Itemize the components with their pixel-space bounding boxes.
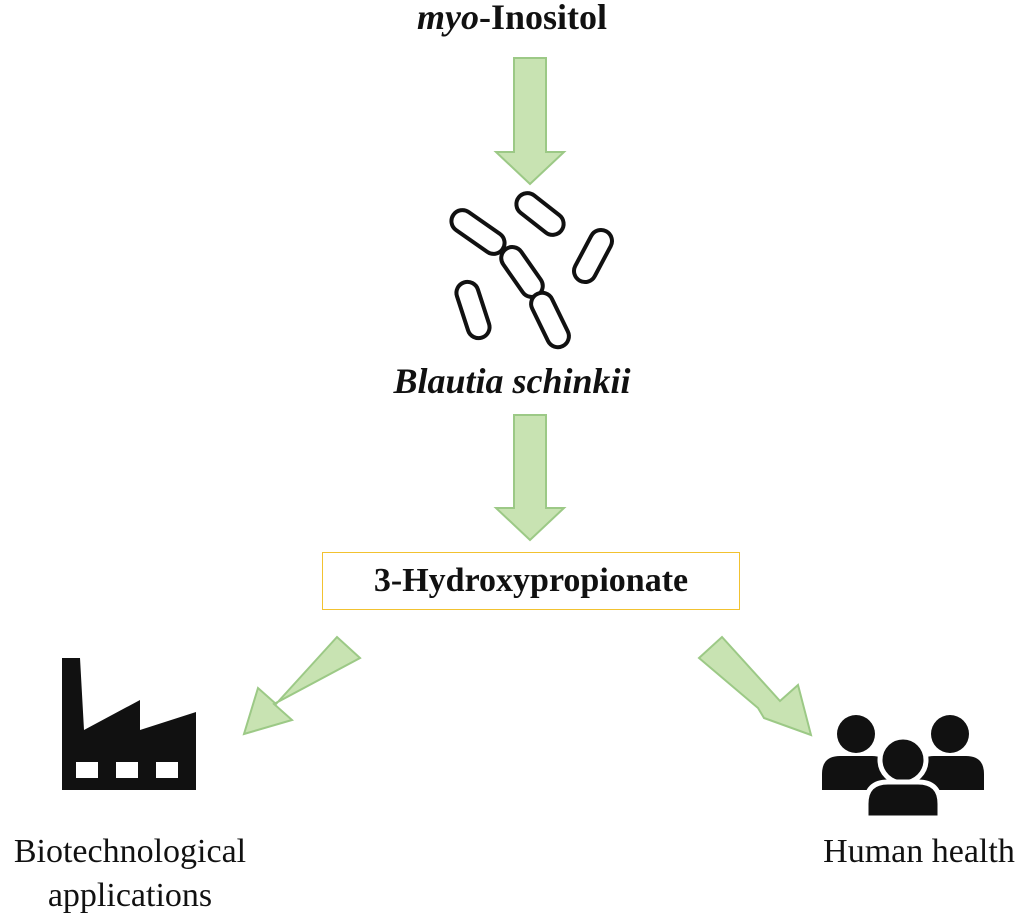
arrow-organism-to-product (493, 414, 567, 542)
product-box: 3-Hydroxypropionate (322, 552, 740, 610)
arrow-product-to-health (697, 635, 813, 737)
people-icon (822, 715, 984, 821)
arrow-product-to-biotech (242, 635, 362, 736)
substrate-label: myo-Inositol (0, 0, 1024, 38)
arrow-substrate-to-organism (493, 57, 567, 186)
bacteria-icon (449, 191, 614, 350)
substrate-name: -Inositol (478, 0, 607, 37)
organism-label: Blautia schinkii (393, 361, 631, 401)
outcome-biotech-label: Biotechnological applications (0, 830, 260, 918)
outcome-health-label: Human health (823, 833, 1015, 870)
factory-icon (62, 658, 196, 790)
product-label: 3-Hydroxypropionate (373, 562, 689, 599)
outcome-biotech-line2: applications (47, 877, 213, 914)
outcome-biotech-line1: Biotechnological (13, 833, 247, 870)
substrate-prefix: myo (416, 0, 479, 37)
